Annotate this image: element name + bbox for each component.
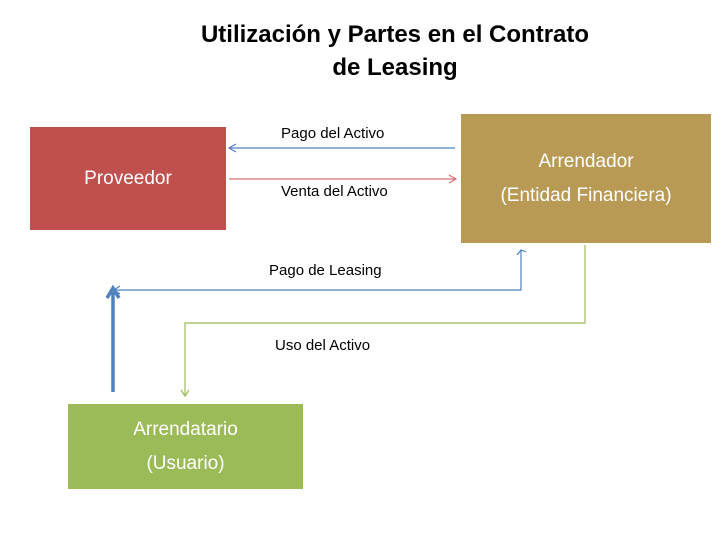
node-arrendatario: Arrendatario (Usuario)	[68, 404, 303, 489]
uso-activo-label: Uso del Activo	[275, 337, 371, 354]
title-line-1: Utilización y Partes en el Contrato	[200, 21, 590, 48]
pago-activo-arrow	[227, 143, 455, 153]
venta-activo-label: Venta del Activo	[281, 183, 388, 200]
arrendador-sublabel: (Entidad Financiera)	[500, 184, 672, 206]
pago-activo-label: Pago del Activo	[281, 125, 385, 142]
node-arrendador: Arrendador (Entidad Financiera)	[461, 114, 711, 243]
proveedor-label: Proveedor	[84, 167, 172, 189]
arrendatario-sublabel: (Usuario)	[146, 452, 225, 474]
node-proveedor: Proveedor	[30, 127, 226, 230]
diagram-title: Utilización y Partes en el Contrato de L…	[150, 18, 640, 84]
uso-activo-arrow	[180, 245, 586, 398]
pago-leasing-label: Pago de Leasing	[269, 262, 382, 279]
arrendatario-label: Arrendatario	[133, 418, 238, 440]
arrendador-label: Arrendador	[538, 150, 634, 172]
venta-activo-arrow	[229, 174, 458, 184]
thick-up-arrow	[105, 284, 121, 392]
title-line-2: de Leasing	[332, 54, 458, 81]
